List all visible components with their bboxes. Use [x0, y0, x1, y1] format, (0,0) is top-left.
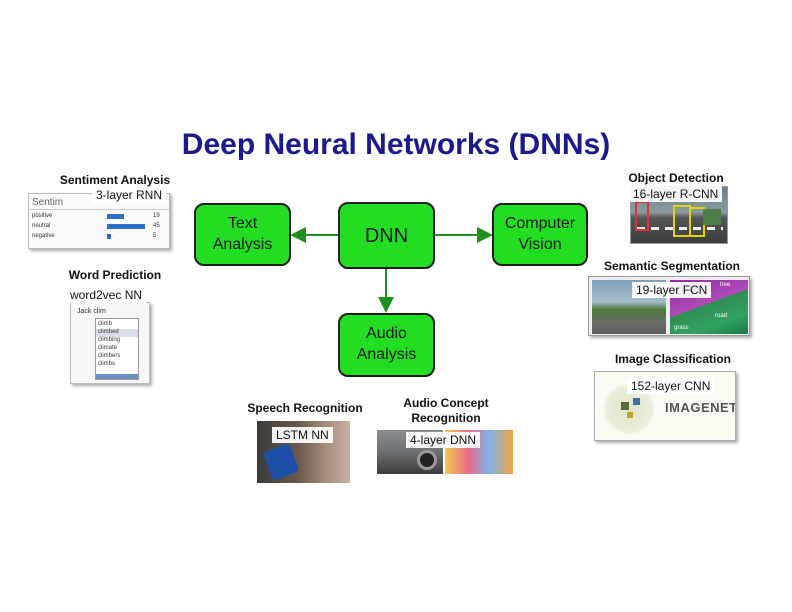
- crosswalk: [637, 227, 723, 230]
- page-title: Deep Neural Networks (DNNs): [181, 128, 611, 161]
- sentiment-bar: [107, 224, 145, 229]
- node-computer-vision: Computer Vision: [492, 203, 588, 266]
- object-detection-caption: Object Detection: [628, 171, 724, 185]
- sentiment-bar: [107, 234, 111, 239]
- phone-icon: [262, 443, 300, 481]
- suggestion-dropdown: climb climbed climbing climate climbers …: [95, 318, 139, 380]
- sentiment-model-label: 3-layer RNN: [92, 187, 167, 203]
- suggestion-item: climbers: [98, 353, 121, 359]
- sentiment-value: 5: [153, 233, 157, 239]
- node-text-analysis: Text Analysis: [194, 203, 291, 266]
- suggestion-item: climbing: [98, 337, 121, 343]
- car-shape: [703, 209, 721, 225]
- suggestion-highlight: [96, 329, 138, 337]
- mask-label: tree: [720, 282, 731, 288]
- sentiment-panel: Sentim positive 19 neutral 45 negative 5: [28, 193, 170, 249]
- speech-caption: Speech Recognition: [247, 401, 363, 415]
- node-dnn: DNN: [338, 202, 435, 269]
- suggestion-item: climbed: [98, 329, 119, 335]
- mask-label: road: [715, 313, 728, 319]
- thumbnail-dot: [627, 412, 633, 418]
- sentiment-caption: Sentiment Analysis: [59, 173, 171, 187]
- imagenet-logo: IMAGENET: [665, 400, 736, 415]
- audio-concept-model-label: 4-layer DNN: [406, 432, 481, 448]
- audio-concept-caption: Audio Concept Recognition: [403, 396, 489, 425]
- dropdown-footer: [96, 374, 138, 379]
- word-model-label: word2vec NN: [66, 287, 147, 303]
- segmentation-panel: tree road grass: [588, 276, 750, 336]
- word-prediction-caption: Word Prediction: [68, 268, 162, 282]
- sentiment-label: neutral: [32, 223, 51, 229]
- suggestion-item: climb: [98, 321, 113, 327]
- sentiment-panel-title: Sentim: [32, 197, 64, 208]
- segmentation-model-label: 19-layer FCN: [632, 282, 712, 298]
- classification-caption: Image Classification: [614, 352, 732, 366]
- sentiment-label: positive: [32, 213, 53, 219]
- speech-model-label: LSTM NN: [272, 427, 333, 443]
- sentiment-bar: [107, 214, 124, 219]
- node-audio-analysis: Audio Analysis: [338, 313, 435, 377]
- sentiment-value: 19: [153, 213, 160, 219]
- thumbnail-dot: [633, 398, 640, 405]
- word-prediction-panel: Jack clim climb climbed climbing climate…: [70, 302, 150, 384]
- suggestion-item: climate: [98, 345, 118, 351]
- word-query: Jack clim: [77, 308, 106, 315]
- suggestion-item: climbs: [98, 361, 116, 367]
- detection-box: [635, 201, 649, 231]
- thumbnail-dot: [621, 402, 629, 410]
- sentiment-divider: [29, 209, 169, 210]
- object-model-label: 16-layer R-CNN: [629, 186, 723, 202]
- mask-label: grass: [674, 325, 689, 331]
- wheel-icon: [417, 450, 437, 470]
- classification-model-label: 152-layer CNN: [627, 378, 715, 394]
- segmentation-caption: Semantic Segmentation: [603, 259, 741, 273]
- sentiment-value: 45: [153, 223, 160, 229]
- sentiment-label: negative: [32, 233, 55, 239]
